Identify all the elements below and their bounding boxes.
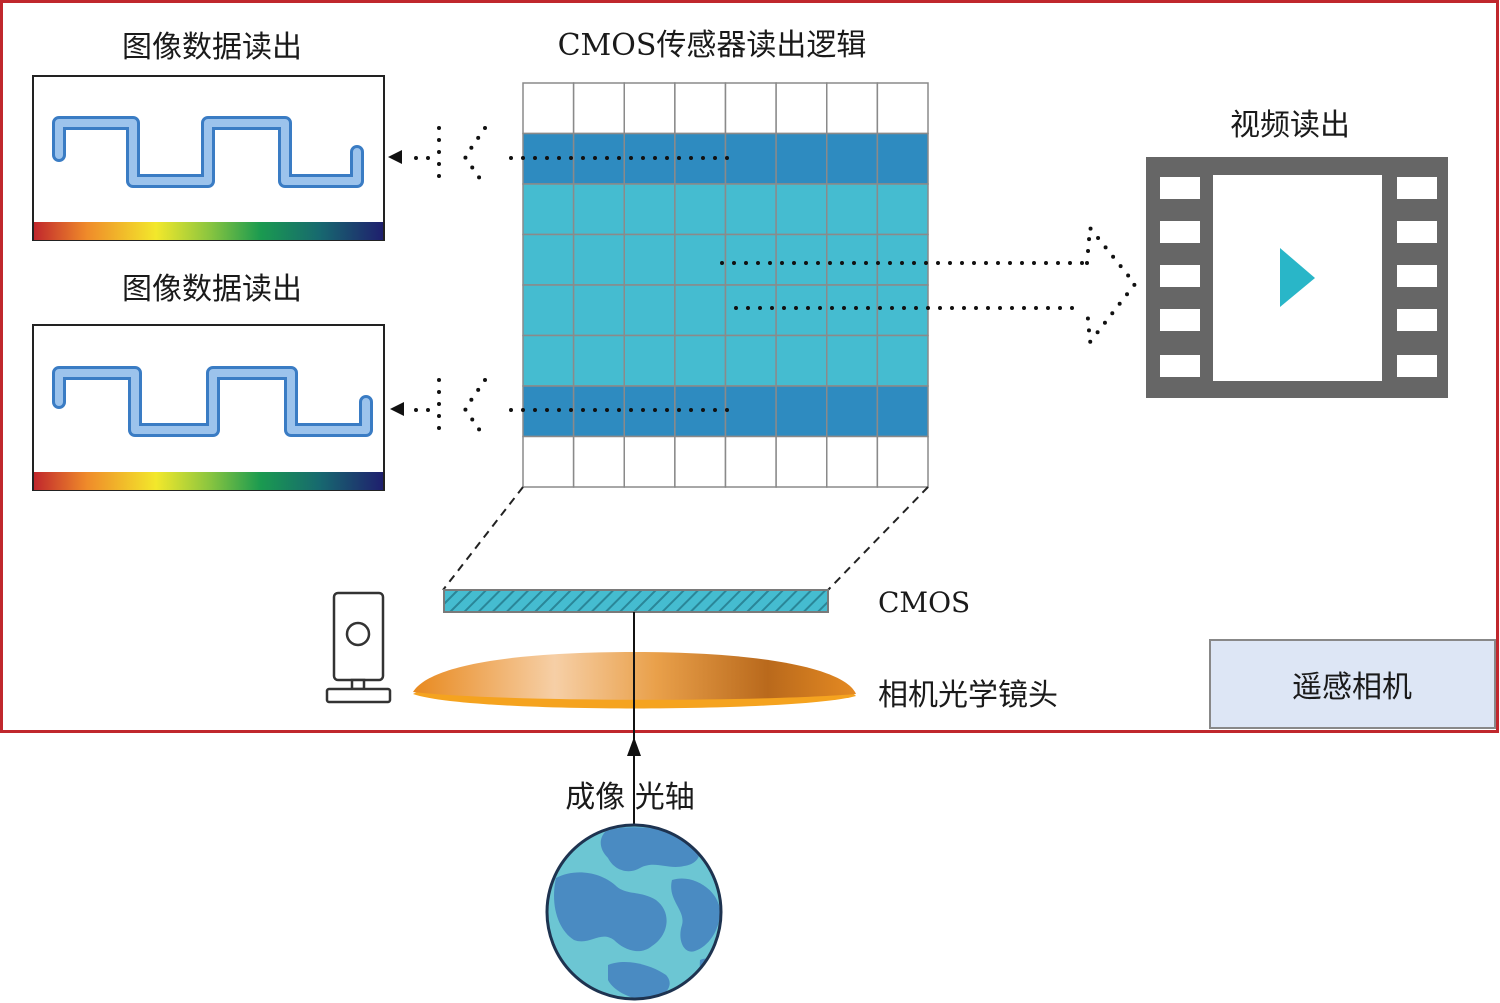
sensor-pixel-cell [826,334,879,387]
sensor-pixel-cell [724,132,777,185]
optical-axis-arrowhead [627,737,641,756]
axis-label: 成像 光轴 [565,780,695,815]
sensor-pixel-cell [623,435,676,488]
film-strip-icon [1146,157,1448,398]
sensor-pixel-cell [522,183,575,236]
sensor-pixel-cell [876,334,929,387]
panel-title: 图像数据读出 [122,272,302,307]
play-icon [1280,248,1315,307]
camera-frame [0,0,1499,733]
sensor-pixel-cell [674,334,727,387]
sensor-pixel-cell [826,233,879,286]
sensor-pixel-cell [623,233,676,286]
cmos-label: CMOS [878,586,970,619]
sensor-pixel-cell [876,284,929,337]
sensor-pixel-cell [724,385,777,438]
sensor-pixel-cell [623,334,676,387]
sensor-pixel-cell [724,233,777,286]
sensor-pixel-cell [572,334,625,387]
sensor-pixel-cell [674,385,727,438]
sensor-pixel-cell [876,132,929,185]
panel-title: 图像数据读出 [122,30,302,65]
sensor-pixel-cell [674,132,727,185]
sensor-pixel-cell [876,183,929,236]
sensor-pixel-cell [674,183,727,236]
projection-line-right [827,486,929,591]
sensor-pixel-cell [775,435,828,488]
camera-box-label: 遥感相机 [1292,670,1412,705]
sensor-pixel-cell [572,82,625,135]
sensor-pixel-cell [572,435,625,488]
sensor-pixel-cell [572,183,625,236]
sensor-pixel-cell [522,233,575,286]
sensor-pixel-cell [826,385,879,438]
square-wave [55,119,361,185]
sensor-pixel-cell [674,82,727,135]
sensor-pixel-cell [623,82,676,135]
sensor-pixel-cell [826,82,879,135]
sensor-pixel-cell [724,334,777,387]
sensor-grid [522,82,929,488]
sensor-pixel-cell [826,132,879,185]
sensor-pixel-cell [522,284,575,337]
row-readout-arrow-top [388,126,729,188]
sensor-pixel-cell [724,183,777,236]
sensor-pixel-cell [572,284,625,337]
video-readout-arrow [720,222,1138,348]
sensor-pixel-cell [724,82,777,135]
sensor-pixel-cell [724,435,777,488]
readout-panel-2: 图像数据读出 [32,272,385,491]
projection-line-left [442,486,524,591]
sensor-pixel-cell [826,284,879,337]
sensor-pixel-cell [775,284,828,337]
sensor-pixel-cell [572,385,625,438]
sensor-pixel-cell [522,82,575,135]
spectrum-bar [34,222,383,240]
sensor-pixel-cell [876,435,929,488]
sensor-pixel-cell [674,284,727,337]
sensor-title: CMOS传感器读出逻辑 [558,28,867,63]
sensor-pixel-cell [674,435,727,488]
panel-box [32,75,385,241]
readout-panel-1: 图像数据读出 [32,30,385,241]
square-wave [55,369,370,434]
sensor-pixel-cell [623,183,676,236]
sensor-pixel-cell [775,385,828,438]
sensor-pixel-cell [572,233,625,286]
sensor-pixel-cell [826,183,879,236]
sensor-pixel-cell [674,233,727,286]
camera-icon [325,591,392,704]
camera-box [1209,639,1496,729]
sensor-pixel-cell [876,233,929,286]
sensor-pixel-cell [826,435,879,488]
spectrum-bar [34,472,383,490]
sensor-pixel-cell [775,82,828,135]
sensor-pixel-cell [522,334,575,387]
sensor-pixel-cell [724,284,777,337]
sensor-pixel-cell [775,183,828,236]
sensor-pixel-cell [522,435,575,488]
sensor-pixel-cell [876,82,929,135]
sensor-pixel-cell [775,334,828,387]
sensor-pixel-cell [775,132,828,185]
video-title: 视频读出 [1230,108,1350,143]
sensor-pixel-cell [775,233,828,286]
sensor-pixel-cell [623,284,676,337]
cmos-chip [443,589,829,613]
row-readout-arrow-bottom [390,378,729,440]
sensor-pixel-cell [876,385,929,438]
lens-label: 相机光学镜头 [878,678,1058,713]
earth-icon [545,823,723,1001]
